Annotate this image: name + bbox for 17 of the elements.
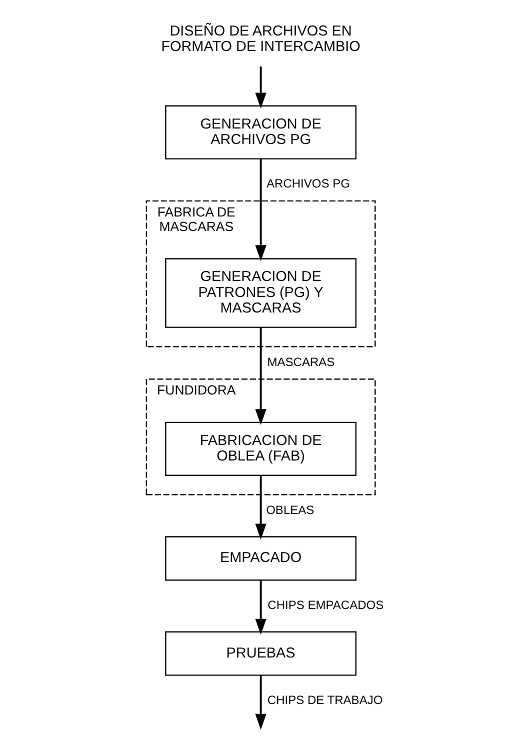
arrow [254,675,266,730]
node-box: GENERACION DE PATRONES (PG) Y MASCARAS [164,258,356,328]
edge-label: CHIPS EMPACADOS [267,598,384,612]
edge-label: CHIPS DE TRABAJO [266,693,382,708]
node-box: FABRICACION DE OBLEA (FAB) [164,422,356,476]
node-text: DISEÑO DE ARCHIVOS EN FORMATO DE INTERCAMBIO [160,24,360,56]
node-box: GENERACION DE ARCHIVOS PG [164,105,356,160]
node-box: PRUEBAS [164,631,356,676]
edge-label: ARCHIVOS PG [266,176,350,191]
node-box: EMPACADO [164,536,356,581]
arrow [254,158,266,262]
edge-label: MASCARAS [266,354,334,369]
edge-label: OBLEAS [266,502,314,517]
arrow [254,476,266,540]
arrow [254,580,266,635]
arrow [254,66,266,109]
arrow [254,328,266,425]
